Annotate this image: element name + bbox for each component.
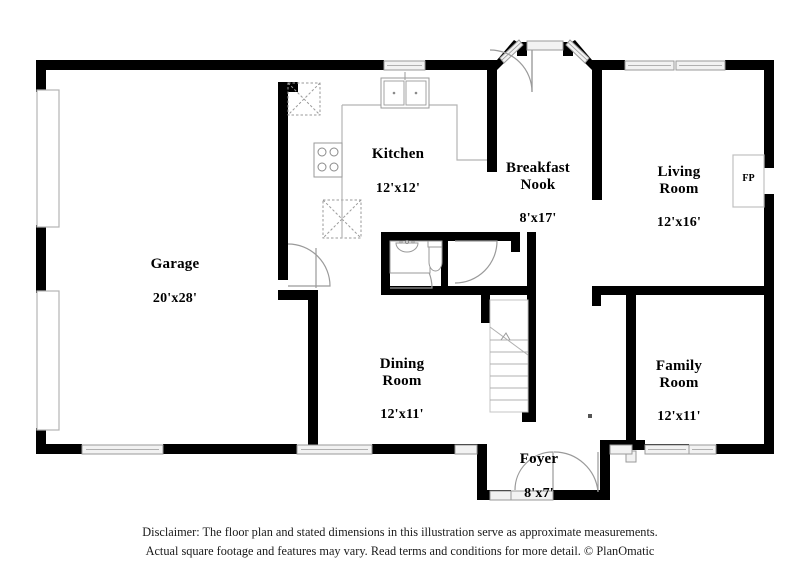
wall-exterior-top-garage xyxy=(36,60,384,70)
room-name-breakfast-nook: Breakfast Nook xyxy=(505,159,571,193)
room-dims-dining-room: 12'x11' xyxy=(380,407,424,423)
room-label-kitchen: Kitchen 12'x12' xyxy=(323,128,473,214)
wall-garage-divider-upper xyxy=(278,82,288,280)
wall-bath-divider xyxy=(441,241,448,291)
sink-handle-left xyxy=(399,240,403,244)
wall-living-family-divider xyxy=(592,286,764,295)
room-name-living-room: Living Room xyxy=(657,163,701,197)
garage-door-opening-north[interactable] xyxy=(36,89,60,228)
door-swing-foyer-closet xyxy=(553,451,599,493)
wall-exterior-bottom-g1 xyxy=(36,444,82,454)
mark-newel-post xyxy=(588,414,592,418)
disclaimer: Disclaimer: The floor plan and stated di… xyxy=(0,523,800,561)
room-name-foyer: Foyer xyxy=(519,450,559,467)
window-living-top-2 xyxy=(675,60,726,71)
room-label-family-room: Family Room 12'x11' xyxy=(609,340,749,443)
room-label-garage: Garage 20'x28' xyxy=(95,238,255,324)
wall-exterior-top-living-right xyxy=(725,60,774,70)
window-foyer-left-wall xyxy=(454,444,478,455)
window-foyer-bottom-small xyxy=(489,490,512,501)
wall-exterior-top-living-left xyxy=(592,60,625,70)
room-name-kitchen: Kitchen xyxy=(371,145,425,162)
door-group xyxy=(287,49,599,493)
wall-exterior-right-top xyxy=(764,60,774,158)
window-family-bottom-2 xyxy=(644,444,690,455)
room-dims-breakfast-nook: 8'x17' xyxy=(519,211,557,227)
range-cooktop xyxy=(313,142,343,178)
sink-handle-right xyxy=(411,240,415,244)
room-label-dining-room: Dining Room 12'x11' xyxy=(332,338,472,441)
wall-foyer-bottom-mid xyxy=(553,490,577,500)
window-kitchen-sink xyxy=(383,60,426,71)
window-garage-bottom-1 xyxy=(81,444,164,455)
garage-door-opening-south[interactable] xyxy=(36,290,60,431)
room-label-living-room: Living Room 12'x16' xyxy=(609,146,749,249)
stair-direction-arrow xyxy=(500,332,511,341)
door-swing-garage-entry xyxy=(287,243,331,287)
disclaimer-line-1: Disclaimer: The floor plan and stated di… xyxy=(142,525,658,539)
room-dims-family-room: 12'x11' xyxy=(657,409,701,425)
wall-stair-bottom-cap xyxy=(522,412,536,422)
wall-exterior-left-lower xyxy=(36,428,46,454)
wall-living-left xyxy=(592,70,602,200)
wall-exterior-bottom-g3 xyxy=(372,444,477,454)
room-label-foyer: Foyer 8'x7' xyxy=(479,433,599,519)
wall-stair-right xyxy=(527,232,536,422)
wall-foyer-bottom-right xyxy=(577,490,610,500)
room-dims-garage: 20'x28' xyxy=(152,290,198,306)
wall-bath-right xyxy=(511,232,520,252)
wall-bay-jamb-right xyxy=(563,42,573,56)
wall-exterior-left-upper xyxy=(36,60,46,92)
wall-family-left-stub xyxy=(626,440,645,450)
room-name-dining-room: Dining Room xyxy=(379,355,425,389)
wall-foyer-left xyxy=(477,444,487,500)
window-foyer-right-wall xyxy=(609,444,633,455)
wall-foyer-right xyxy=(600,440,610,500)
wall-exterior-top-kitchen xyxy=(425,60,497,70)
wall-family-left xyxy=(626,295,636,450)
bathroom-sink-basin xyxy=(395,242,419,253)
wall-bay-jamb-left xyxy=(517,42,527,56)
wall-bath-top xyxy=(381,232,518,241)
wall-garage-divider-jog xyxy=(278,290,318,300)
wall-exterior-bottom-f2 xyxy=(716,444,774,454)
wall-kitchen-nook-partition xyxy=(487,60,497,172)
window-garage-bottom-2 xyxy=(296,444,373,455)
window-family-bottom-1 xyxy=(688,444,717,455)
room-name-family-room: Family Room xyxy=(655,357,703,391)
fireplace-label: FP xyxy=(742,173,755,184)
staircase xyxy=(489,299,529,413)
wall-exterior-left-middle xyxy=(36,225,46,293)
room-dims-foyer: 8'x7' xyxy=(524,485,554,501)
window-bay-left xyxy=(499,39,524,64)
wall-garage-divider-lower xyxy=(308,290,318,445)
window-living-top-1 xyxy=(624,60,675,71)
room-label-breakfast-nook: Breakfast Nook 8'x17' xyxy=(468,142,608,245)
door-swing-hall-closet xyxy=(454,240,498,284)
disclaimer-line-2: Actual square footage and features may v… xyxy=(145,544,655,559)
toilet xyxy=(427,240,443,272)
wall-stair-left xyxy=(481,295,490,323)
wall-living-family-stub xyxy=(592,286,601,306)
window-group xyxy=(36,39,726,501)
window-bay-right xyxy=(565,39,590,64)
kitchen-fixtures xyxy=(313,72,487,238)
wall-exterior-right-bottom xyxy=(764,204,774,454)
window-bay-center xyxy=(526,40,564,51)
bathroom-fixtures xyxy=(389,239,443,274)
closet-kitchen-upper xyxy=(287,82,321,116)
room-name-garage: Garage xyxy=(150,255,200,272)
wall-bath-bottom xyxy=(381,286,531,295)
door-swing-front-entry xyxy=(514,451,554,491)
room-dims-living-room: 12'x16' xyxy=(656,215,702,231)
kitchen-sink xyxy=(380,72,430,109)
room-dims-kitchen: 12'x12' xyxy=(375,180,421,196)
fireplace xyxy=(732,154,765,208)
wall-exterior-bottom-g2 xyxy=(163,444,297,454)
wall-bath-left xyxy=(381,232,390,290)
sink-faucet xyxy=(404,239,410,245)
stair-break-line xyxy=(489,326,529,356)
